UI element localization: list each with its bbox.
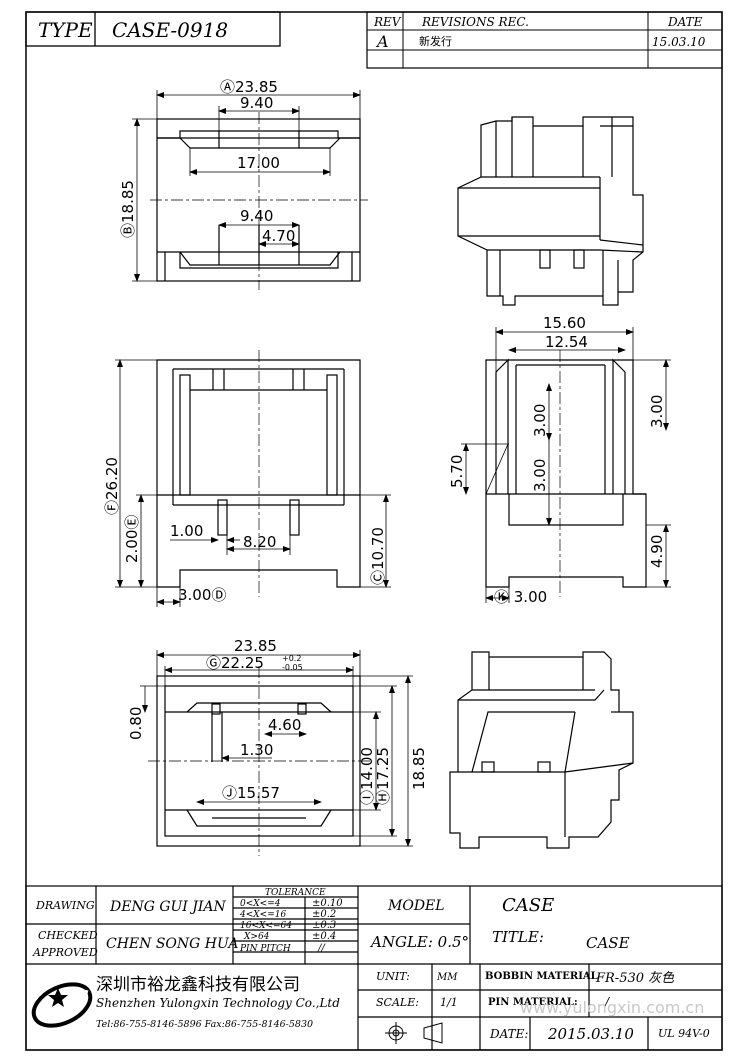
type-box: TYPE CASE-0918 bbox=[25, 11, 281, 47]
dim-j-1557: Ⓙ15.57 bbox=[222, 784, 280, 802]
company-en: Shenzhen Yulongxin Technology Co.,Ltd bbox=[96, 996, 340, 1010]
revision-date: 15.03.10 bbox=[652, 35, 706, 49]
date-header: DATE bbox=[667, 15, 703, 29]
revision-text: 新发行 bbox=[419, 34, 452, 48]
unit-label: UNIT: bbox=[376, 970, 410, 983]
tol-value-3: ±0.3 bbox=[312, 920, 336, 931]
front-view bbox=[156, 350, 361, 597]
top-view-dimensions bbox=[132, 90, 361, 282]
dim-1254: 12.54 bbox=[545, 333, 588, 351]
dim-490: 4.90 bbox=[648, 535, 666, 568]
approved-label: APPROVED bbox=[32, 946, 98, 959]
tol-value-1: ±0.10 bbox=[312, 898, 343, 909]
dim-300-a: 3.00 bbox=[531, 404, 549, 437]
dim-300-b: 3.00 bbox=[531, 459, 549, 492]
part-number: CASE-0918 bbox=[112, 18, 228, 42]
dim-1560: 15.60 bbox=[543, 314, 586, 332]
projection-symbol-icon bbox=[385, 1022, 443, 1044]
dim-a-2385: Ⓐ23.85 bbox=[220, 78, 278, 96]
dim-470: 4.70 bbox=[262, 227, 295, 245]
title-value: CASE bbox=[586, 934, 630, 952]
dim-e-200: 2.00Ⓔ bbox=[123, 515, 141, 563]
title-label: TITLE: bbox=[492, 928, 544, 946]
tol-range-3: 16<X<=64 bbox=[240, 921, 292, 931]
iso-view-bottom bbox=[449, 651, 634, 849]
dim-1885-bottom: 18.85 bbox=[410, 747, 428, 790]
company-cn: 深圳市裕龙鑫科技有限公司 bbox=[96, 975, 300, 995]
dim-c-1070: Ⓒ10.70 bbox=[369, 527, 387, 585]
scale-label: SCALE: bbox=[376, 996, 419, 1009]
bottom-view-dimensions bbox=[140, 650, 413, 847]
pin-material-value: / bbox=[604, 995, 611, 1009]
approved-name: CHEN SONG HUA bbox=[106, 936, 238, 952]
title-block-text: DRAWING DENG GUI JIAN CHECKED APPROVED C… bbox=[31, 888, 710, 1044]
dim-300-right: 3.00 bbox=[648, 395, 666, 428]
rev-value: A bbox=[375, 32, 389, 51]
pin-material-label: PIN MATERIAL: bbox=[488, 997, 578, 1008]
company-contact: Tel:86-755-8146-5896 Fax:86-755-8146-583… bbox=[96, 1019, 313, 1030]
model-value: CASE bbox=[502, 895, 554, 916]
dim-top-940: 9.40 bbox=[240, 94, 273, 112]
type-label: TYPE bbox=[38, 18, 93, 42]
bottom-view bbox=[148, 666, 370, 856]
side-view-dimensions bbox=[461, 327, 671, 603]
dim-f-2620: Ⓕ26.20 bbox=[103, 457, 121, 515]
side-view-labels: 15.60 12.54 3.00 3.00 3.00 5.70 4.90 Ⓚ 3… bbox=[448, 314, 666, 606]
dim-570: 5.70 bbox=[448, 455, 466, 488]
tol-range-2: 4<X<=16 bbox=[239, 910, 286, 920]
iso-view-top bbox=[457, 116, 644, 306]
unit-value: MM bbox=[436, 972, 458, 983]
top-view bbox=[150, 112, 368, 290]
dim-i-1400: Ⓘ14.00 bbox=[358, 747, 376, 805]
drawing-label: DRAWING bbox=[35, 899, 95, 912]
dim-g-2225: Ⓖ22.25 bbox=[206, 654, 264, 672]
ul-rating: UL 94V-0 bbox=[658, 1027, 710, 1040]
dim-pin-820: 8.20 bbox=[243, 533, 276, 551]
top-view-labels: Ⓐ23.85 9.40 17.00 9.40 4.70 Ⓑ18.85 bbox=[119, 78, 295, 245]
dim-130: 1.30 bbox=[240, 741, 273, 759]
dim-low-940: 9.40 bbox=[240, 207, 273, 225]
dim-g-tol-minus: -0.05 bbox=[282, 663, 303, 672]
date-label: DATE: bbox=[489, 1027, 528, 1041]
revision-table: REV REVISIONS REC. DATE A 新发行 15.03.10 bbox=[366, 11, 723, 69]
dim-460: 4.60 bbox=[268, 716, 301, 734]
tol-value-4: ±0.4 bbox=[312, 931, 336, 942]
date-value: 2015.03.10 bbox=[547, 1025, 634, 1043]
tol-value-2: ±0.2 bbox=[312, 909, 336, 920]
bobbin-value: FR-530 灰色 bbox=[595, 971, 675, 986]
revisions-header: REVISIONS REC. bbox=[421, 15, 529, 29]
dim-080: 0.80 bbox=[127, 707, 145, 740]
tol-range-1: 0<X<=4 bbox=[240, 899, 281, 909]
side-view bbox=[485, 350, 647, 597]
scale-value: 1/1 bbox=[440, 996, 458, 1009]
angle-text: ANGLE: 0.5° bbox=[369, 933, 469, 951]
front-view-labels: Ⓕ26.20 2.00Ⓔ 1.00 8.20 Ⓒ10.70 3.00Ⓓ bbox=[103, 457, 387, 604]
model-label: MODEL bbox=[387, 898, 445, 914]
dim-2385-bottom: 23.85 bbox=[234, 637, 277, 655]
dim-1700: 17.00 bbox=[237, 154, 280, 172]
dim-d-300: 3.00Ⓓ bbox=[178, 586, 226, 604]
rev-header: REV bbox=[373, 15, 402, 29]
tol-range-4: X>64 bbox=[243, 932, 270, 942]
front-view-dimensions bbox=[115, 359, 391, 607]
dim-k-300: Ⓚ 3.00 bbox=[494, 588, 547, 606]
title-block bbox=[25, 885, 723, 1051]
tolerance-title: TOLERANCE bbox=[265, 888, 326, 898]
watermark: www.yulongxin.com.cn bbox=[520, 998, 704, 1017]
bottom-view-labels: 23.85 Ⓖ22.25 +0.2 -0.05 0.80 4.60 1.30 Ⓙ… bbox=[127, 637, 428, 805]
checked-label: CHECKED bbox=[38, 929, 98, 942]
drawing-name: DENG GUI JIAN bbox=[109, 899, 227, 915]
pin-pitch-value: // bbox=[317, 943, 326, 954]
company-logo-icon bbox=[31, 982, 93, 1028]
dim-g-tol-plus: +0.2 bbox=[282, 654, 301, 663]
pin-pitch-label: PIN PITCH bbox=[239, 944, 291, 954]
dim-h-1725: Ⓗ17.25 bbox=[374, 747, 392, 805]
dim-pin-100: 1.00 bbox=[170, 522, 203, 540]
dim-b-1885: Ⓑ18.85 bbox=[119, 180, 137, 238]
bobbin-label: BOBBIN MATERIAL bbox=[485, 971, 598, 982]
